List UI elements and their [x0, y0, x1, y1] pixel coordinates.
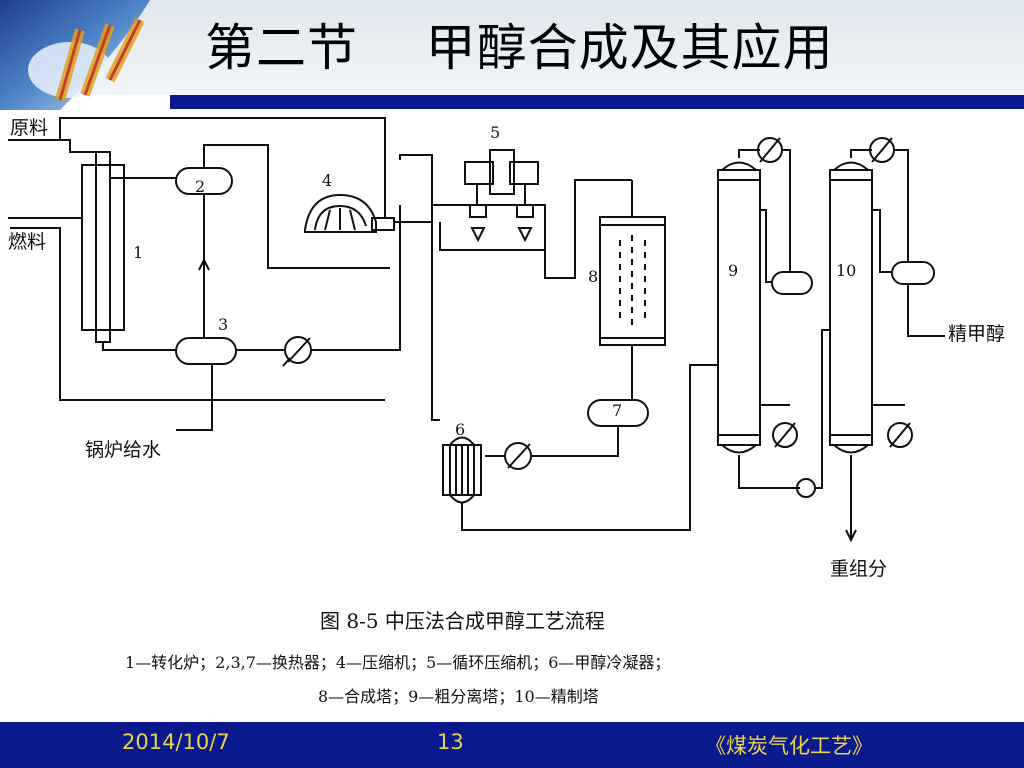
legend-line-2: 8—合成塔；9—粗分离塔；10—精制塔 — [318, 687, 599, 706]
number-2: 2 — [195, 177, 205, 196]
header-band — [170, 95, 1024, 109]
number-7: 7 — [612, 401, 622, 420]
number-6: 6 — [455, 420, 465, 439]
circulating-compressor-5 — [464, 149, 539, 243]
number-9: 9 — [728, 261, 738, 280]
number-3: 3 — [218, 315, 228, 334]
figure-caption: 图 8-5 中压法合成甲醇工艺流程 — [320, 609, 605, 633]
reflux-drum-10 — [891, 261, 935, 285]
logo-emblem-icon — [0, 0, 190, 110]
footer-course-title: 《煤炭气化工艺》 — [705, 734, 873, 758]
legend-line-1: 1—转化炉；2,3,7—换热器；4—压缩机；5—循环压缩机；6—甲醇冷凝器； — [125, 653, 670, 672]
label-heavy-fraction: 重组分 — [830, 558, 887, 580]
label-feed: 原料 — [10, 117, 48, 139]
methanol-condenser-6 — [442, 436, 482, 504]
reflux-drum-9 — [771, 271, 813, 295]
slide-header — [0, 0, 1024, 95]
footer-date: 2014/10/7 — [122, 730, 230, 754]
label-boiler-water: 锅炉给水 — [85, 439, 161, 461]
number-5: 5 — [490, 123, 500, 142]
label-fuel: 燃料 — [8, 231, 46, 253]
crude-separation-tower-9 — [717, 161, 761, 454]
slide-footer: 2014/10/7 13 《煤炭气化工艺》 — [0, 722, 1024, 768]
synthesis-tower-8 — [599, 216, 666, 346]
reformer-furnace-1 — [81, 151, 125, 343]
heat-exchanger-3 — [175, 337, 237, 365]
label-refined-methanol: 精甲醇 — [948, 323, 1005, 345]
footer-page-number: 13 — [437, 730, 464, 754]
refining-tower-10 — [829, 161, 873, 454]
process-flow-diagram: 原料 燃料 锅炉给水 精甲醇 重组分 1 2 3 4 5 6 7 8 9 10 — [0, 110, 1024, 722]
number-8: 8 — [588, 267, 598, 286]
slide-title: 第二节 甲醇合成及其应用 — [205, 19, 834, 77]
number-10: 10 — [836, 261, 856, 280]
reboiler-icon — [772, 422, 798, 448]
reboiler-icon — [887, 422, 913, 448]
compressor-4 — [304, 193, 395, 233]
number-1: 1 — [133, 243, 143, 262]
number-4: 4 — [322, 171, 332, 190]
